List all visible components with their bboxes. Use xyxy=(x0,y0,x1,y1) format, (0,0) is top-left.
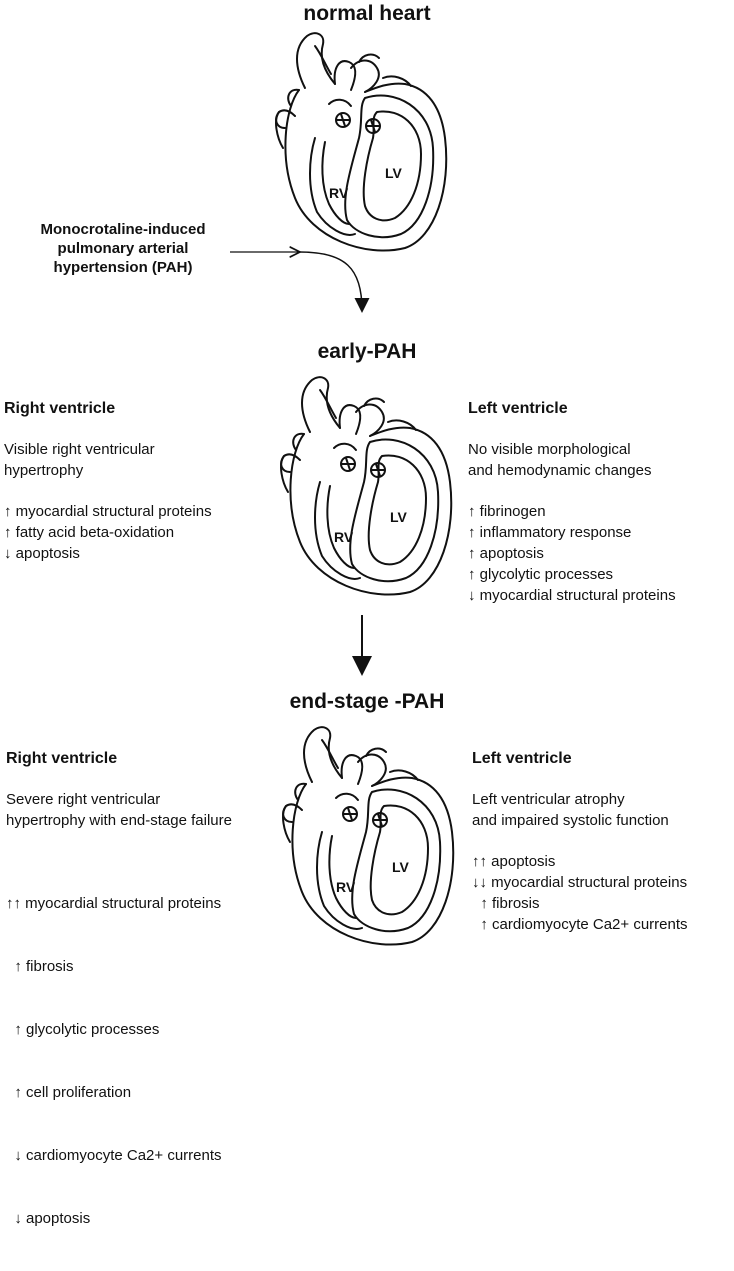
effect-item: ↑ cell proliferation xyxy=(6,1084,132,1101)
effect-item: ↑ myocardial structural proteins xyxy=(4,503,212,520)
normal-heart-title: normal heart xyxy=(303,2,431,25)
end-right-heading: Right ventricle xyxy=(6,750,118,767)
effect-item: ↓ cardiomyocyte Ca2+ currents xyxy=(6,1147,222,1164)
lv-label: LV xyxy=(390,509,408,525)
end-right-ventricle-panel: Right ventricle Severe right ventricular… xyxy=(6,748,296,1271)
rv-label: RV xyxy=(334,529,354,545)
effect-item: ↑ fibrosis xyxy=(6,958,74,975)
end-stage-pah-heart-illustration: RV LV xyxy=(262,722,462,952)
normal-heart-illustration: RV LV xyxy=(255,28,455,258)
effect-item: ↑ glycolytic processes xyxy=(468,566,614,583)
end-stage-pah-title: end-stage -PAH xyxy=(289,690,445,713)
effect-item: ↑↑ myocardial structural proteins xyxy=(6,895,222,912)
induction-label: Monocrotaline-induced pulmonary arterial… xyxy=(40,221,206,276)
end-left-description: Left ventricular atrophy and impaired sy… xyxy=(472,791,669,829)
effect-item: ↑ fibrinogen xyxy=(468,503,546,520)
effect-item: ↓↓ myocardial structural proteins xyxy=(472,874,688,891)
effect-item: ↓ myocardial structural proteins xyxy=(468,587,676,604)
end-left-ventricle-panel: Left ventricle Left ventricular atrophy … xyxy=(472,748,730,935)
early-pah-title: early-PAH xyxy=(317,340,417,363)
effect-item: ↑ fibrosis xyxy=(472,895,540,912)
effect-item: ↑ fatty acid beta-oxidation xyxy=(4,524,175,541)
early-left-description: No visible morphological and hemodynamic… xyxy=(468,441,652,479)
end-right-description: Severe right ventricular hypertrophy wit… xyxy=(6,791,232,829)
rv-label: RV xyxy=(329,185,349,201)
rv-label: RV xyxy=(336,879,356,895)
early-right-description: Visible right ventricular hypertrophy xyxy=(4,441,155,479)
effect-item: ↓ apoptosis xyxy=(4,545,80,562)
end-right-effects: ↑↑ myocardial structural proteins ↑ fibr… xyxy=(6,851,296,1271)
early-left-ventricle-panel: Left ventricle No visible morphological … xyxy=(468,398,730,606)
early-left-heading: Left ventricle xyxy=(468,400,568,417)
early-pah-heart-illustration: RV LV xyxy=(260,372,460,602)
lv-label: LV xyxy=(385,165,403,181)
effect-item: ↓ apoptosis xyxy=(6,1210,91,1227)
early-right-effects: ↑ myocardial structural proteins ↑ fatty… xyxy=(4,501,274,564)
effect-item: ↑ inflammatory response xyxy=(468,524,632,541)
early-right-ventricle-panel: Right ventricle Visible right ventricula… xyxy=(4,398,274,564)
early-left-effects: ↑ fibrinogen ↑ inflammatory response ↑ a… xyxy=(468,501,730,606)
early-right-heading: Right ventricle xyxy=(4,400,116,417)
effect-item: ↑ cardiomyocyte Ca2+ currents xyxy=(472,916,688,933)
lv-label: LV xyxy=(392,859,410,875)
end-left-effects: ↑↑ apoptosis ↓↓ myocardial structural pr… xyxy=(472,851,730,935)
effect-item: ↑ glycolytic processes xyxy=(6,1021,160,1038)
effect-item: ↑ apoptosis xyxy=(468,545,544,562)
effect-item: ↑↑ apoptosis xyxy=(472,853,556,870)
end-left-heading: Left ventricle xyxy=(472,750,572,767)
